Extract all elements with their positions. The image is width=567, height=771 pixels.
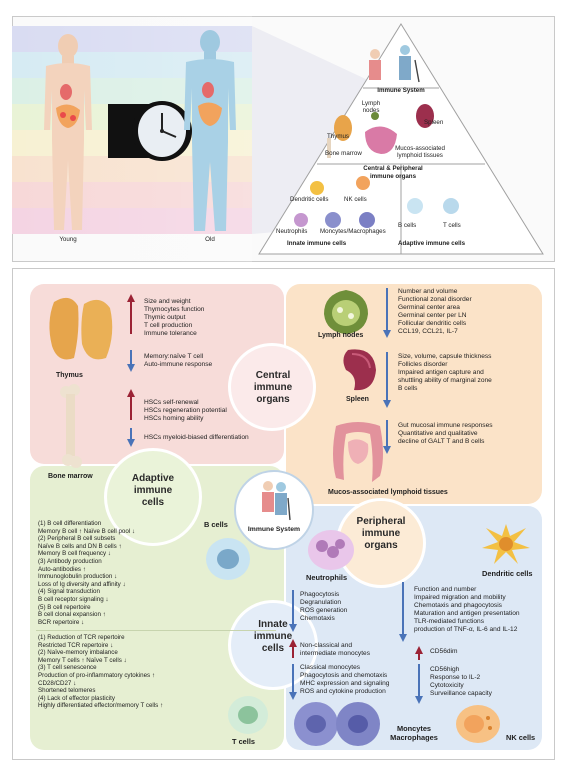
t-cell-illustration bbox=[228, 696, 268, 734]
pyramid-monocytes-label: Moncytes/Macrophages bbox=[320, 228, 386, 235]
nk-cells-label: NK cells bbox=[506, 733, 536, 742]
b-cells-list: (1) B cell differentiation Memory B cell… bbox=[38, 520, 135, 626]
clock-icon bbox=[108, 101, 192, 161]
bone-marrow-illustration bbox=[60, 384, 82, 468]
nk-up-arrowhead bbox=[415, 646, 423, 654]
lymph-nodes-down-arrowhead bbox=[383, 330, 391, 338]
bone-marrow-up-arrow bbox=[130, 394, 132, 420]
nk-down-arrow bbox=[418, 664, 420, 698]
adaptive-title-circle bbox=[104, 448, 202, 546]
thymus-up-arrow bbox=[130, 300, 132, 334]
neutrophils-down-arrow bbox=[292, 590, 294, 626]
pyramid-b-label: B cells bbox=[398, 222, 417, 229]
neutrophils-label: Neutrophils bbox=[306, 573, 348, 582]
thymus-down-arrowhead bbox=[127, 364, 135, 372]
malt-list: Gut mucosal immune responses Quantitativ… bbox=[398, 422, 493, 446]
thymus-down-arrow bbox=[130, 350, 132, 366]
malt-down-arrowhead bbox=[383, 446, 391, 454]
nk-cell-illustration bbox=[456, 705, 500, 743]
nk-increase-list: CD56dim bbox=[430, 648, 458, 655]
intestine-illustration bbox=[333, 422, 383, 482]
dendritic-cells-label: Dendritic cells bbox=[482, 569, 533, 578]
spleen-label: Spleen bbox=[346, 396, 369, 403]
old-body-figure bbox=[184, 30, 236, 231]
spleen-down-arrowhead bbox=[383, 400, 391, 408]
lymph-nodes-list: Number and volume Functional zonal disor… bbox=[398, 288, 472, 336]
spleen-illustration bbox=[343, 349, 376, 391]
monocyte-illustration bbox=[294, 702, 380, 746]
pyramid-adaptive-title: Adaptive immune cells bbox=[398, 240, 466, 247]
center-person-icon bbox=[262, 481, 291, 521]
thymus-decrease-list: Memory:naïve T cell Auto-immune response bbox=[144, 353, 213, 369]
malt-label: Mucos-associated lymphoid tissues bbox=[328, 489, 448, 496]
pyramid-innate-title: Innate immune cells bbox=[287, 240, 347, 247]
b-cells-label: B cells bbox=[204, 520, 228, 529]
pyramid-t-label: T cells bbox=[443, 222, 461, 229]
monocytes-up-arrow bbox=[292, 644, 294, 658]
bone-marrow-up-arrowhead bbox=[127, 389, 135, 397]
pyramid-nk-label: NK cells bbox=[344, 196, 367, 203]
dendritic-down-arrow bbox=[402, 582, 404, 636]
young-body-figure bbox=[44, 34, 92, 230]
monocytes-decrease-list: Classical monocytes Phagocytosis and che… bbox=[300, 664, 390, 696]
central-title-circle bbox=[228, 343, 316, 431]
pyramid-thymus-label: Thymus bbox=[327, 133, 350, 140]
neutrophil-illustration bbox=[308, 530, 354, 570]
pyramid-neutrophils-label: Neutrophils bbox=[276, 228, 308, 235]
spleen-down-arrow bbox=[386, 352, 388, 402]
dendritic-cell-illustration bbox=[482, 524, 530, 564]
b-cell-illustration bbox=[206, 538, 250, 580]
main-panel bbox=[12, 268, 555, 760]
center-label: Immune System bbox=[247, 526, 301, 533]
spleen-list: Size, volume, capsule thickness Follicle… bbox=[398, 353, 492, 393]
young-label: Young bbox=[59, 236, 77, 243]
pyramid-dendritic-label: Dendritic cells bbox=[290, 196, 329, 203]
bone-marrow-decrease-list: HSCs myeloid-biased differentiation bbox=[144, 434, 249, 441]
t-cells-list: (1) Reduction of TCR repertoire Restrict… bbox=[38, 634, 164, 710]
neutrophils-list: Phagocytosis Degranulation ROS generatio… bbox=[300, 591, 348, 623]
thymus-increase-list: Size and weight Thymocytes function Thym… bbox=[144, 298, 205, 338]
pyramid-spleen-label: Spleen bbox=[424, 119, 444, 126]
pyramid-bone-marrow-label: Bone marrow bbox=[325, 150, 362, 157]
adaptive-divider bbox=[36, 630, 276, 631]
bone-marrow-increase-list: HSCs self-renewal HSCs regeneration pote… bbox=[144, 399, 227, 423]
monocytes-up-arrowhead bbox=[289, 639, 297, 647]
monocytes-down-arrowhead bbox=[289, 692, 297, 700]
lymph-nodes-down-arrow bbox=[386, 288, 388, 332]
neutrophils-down-arrowhead bbox=[289, 624, 297, 632]
nk-up-arrow bbox=[418, 652, 420, 660]
nk-decrease-list: CD56high Response to IL-2 Cytotoxicity S… bbox=[430, 666, 492, 698]
bone-marrow-down-arrow bbox=[130, 428, 132, 440]
t-cells-label: T cells bbox=[232, 737, 256, 746]
lymph-node-illustration bbox=[324, 290, 368, 334]
immune-pyramid bbox=[258, 23, 544, 255]
thymus-label: Thymus bbox=[56, 372, 83, 379]
dendritic-list: Function and number Impaired migration a… bbox=[414, 586, 520, 634]
thymus-illustration bbox=[49, 297, 113, 360]
bone-marrow-down-arrowhead bbox=[127, 439, 135, 447]
monocytes-down-arrow bbox=[292, 664, 294, 694]
monocytes-increase-list: Non-classical and intermediate monocytes bbox=[300, 642, 371, 658]
old-label: Old bbox=[205, 236, 215, 243]
dendritic-down-arrowhead bbox=[399, 634, 407, 642]
bone-marrow-label: Bone marrow bbox=[48, 473, 93, 480]
thymus-up-arrowhead bbox=[127, 294, 135, 302]
nk-down-arrowhead bbox=[415, 696, 423, 704]
innate-title-circle bbox=[228, 600, 318, 690]
lymph-nodes-label: Lymph nodes bbox=[318, 332, 364, 339]
pyramid-apex-label: Immune System bbox=[377, 87, 425, 94]
malt-down-arrow bbox=[386, 420, 388, 448]
